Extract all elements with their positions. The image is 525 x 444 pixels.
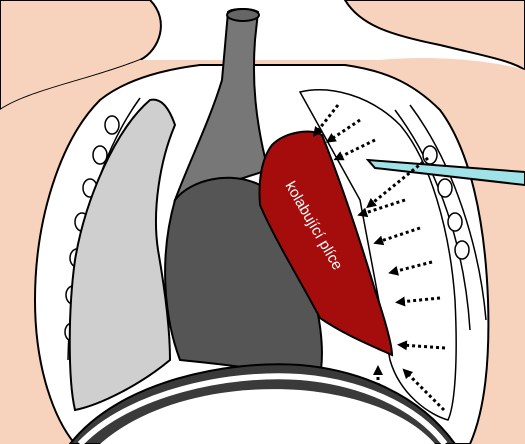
pressure-arrow xyxy=(395,296,441,307)
diaphragm-edge xyxy=(77,373,448,444)
pressure-arrow xyxy=(373,226,421,246)
pressure-arrow xyxy=(325,118,361,143)
right-shoulder xyxy=(343,0,525,72)
pressure-arrow xyxy=(402,368,446,412)
trachea-opening xyxy=(226,8,260,22)
pressure-arrows xyxy=(312,104,446,412)
pressure-arrow xyxy=(357,198,406,218)
healthy-lung xyxy=(68,98,177,412)
pressure-arrow xyxy=(397,340,446,351)
pressure-arrow xyxy=(333,138,376,161)
collapsed-lung xyxy=(258,130,394,357)
pressure-arrow xyxy=(366,156,429,209)
abdomen xyxy=(100,389,435,444)
needle xyxy=(365,158,525,187)
right-rib-cage xyxy=(394,104,487,331)
pressure-arrow xyxy=(388,260,433,276)
